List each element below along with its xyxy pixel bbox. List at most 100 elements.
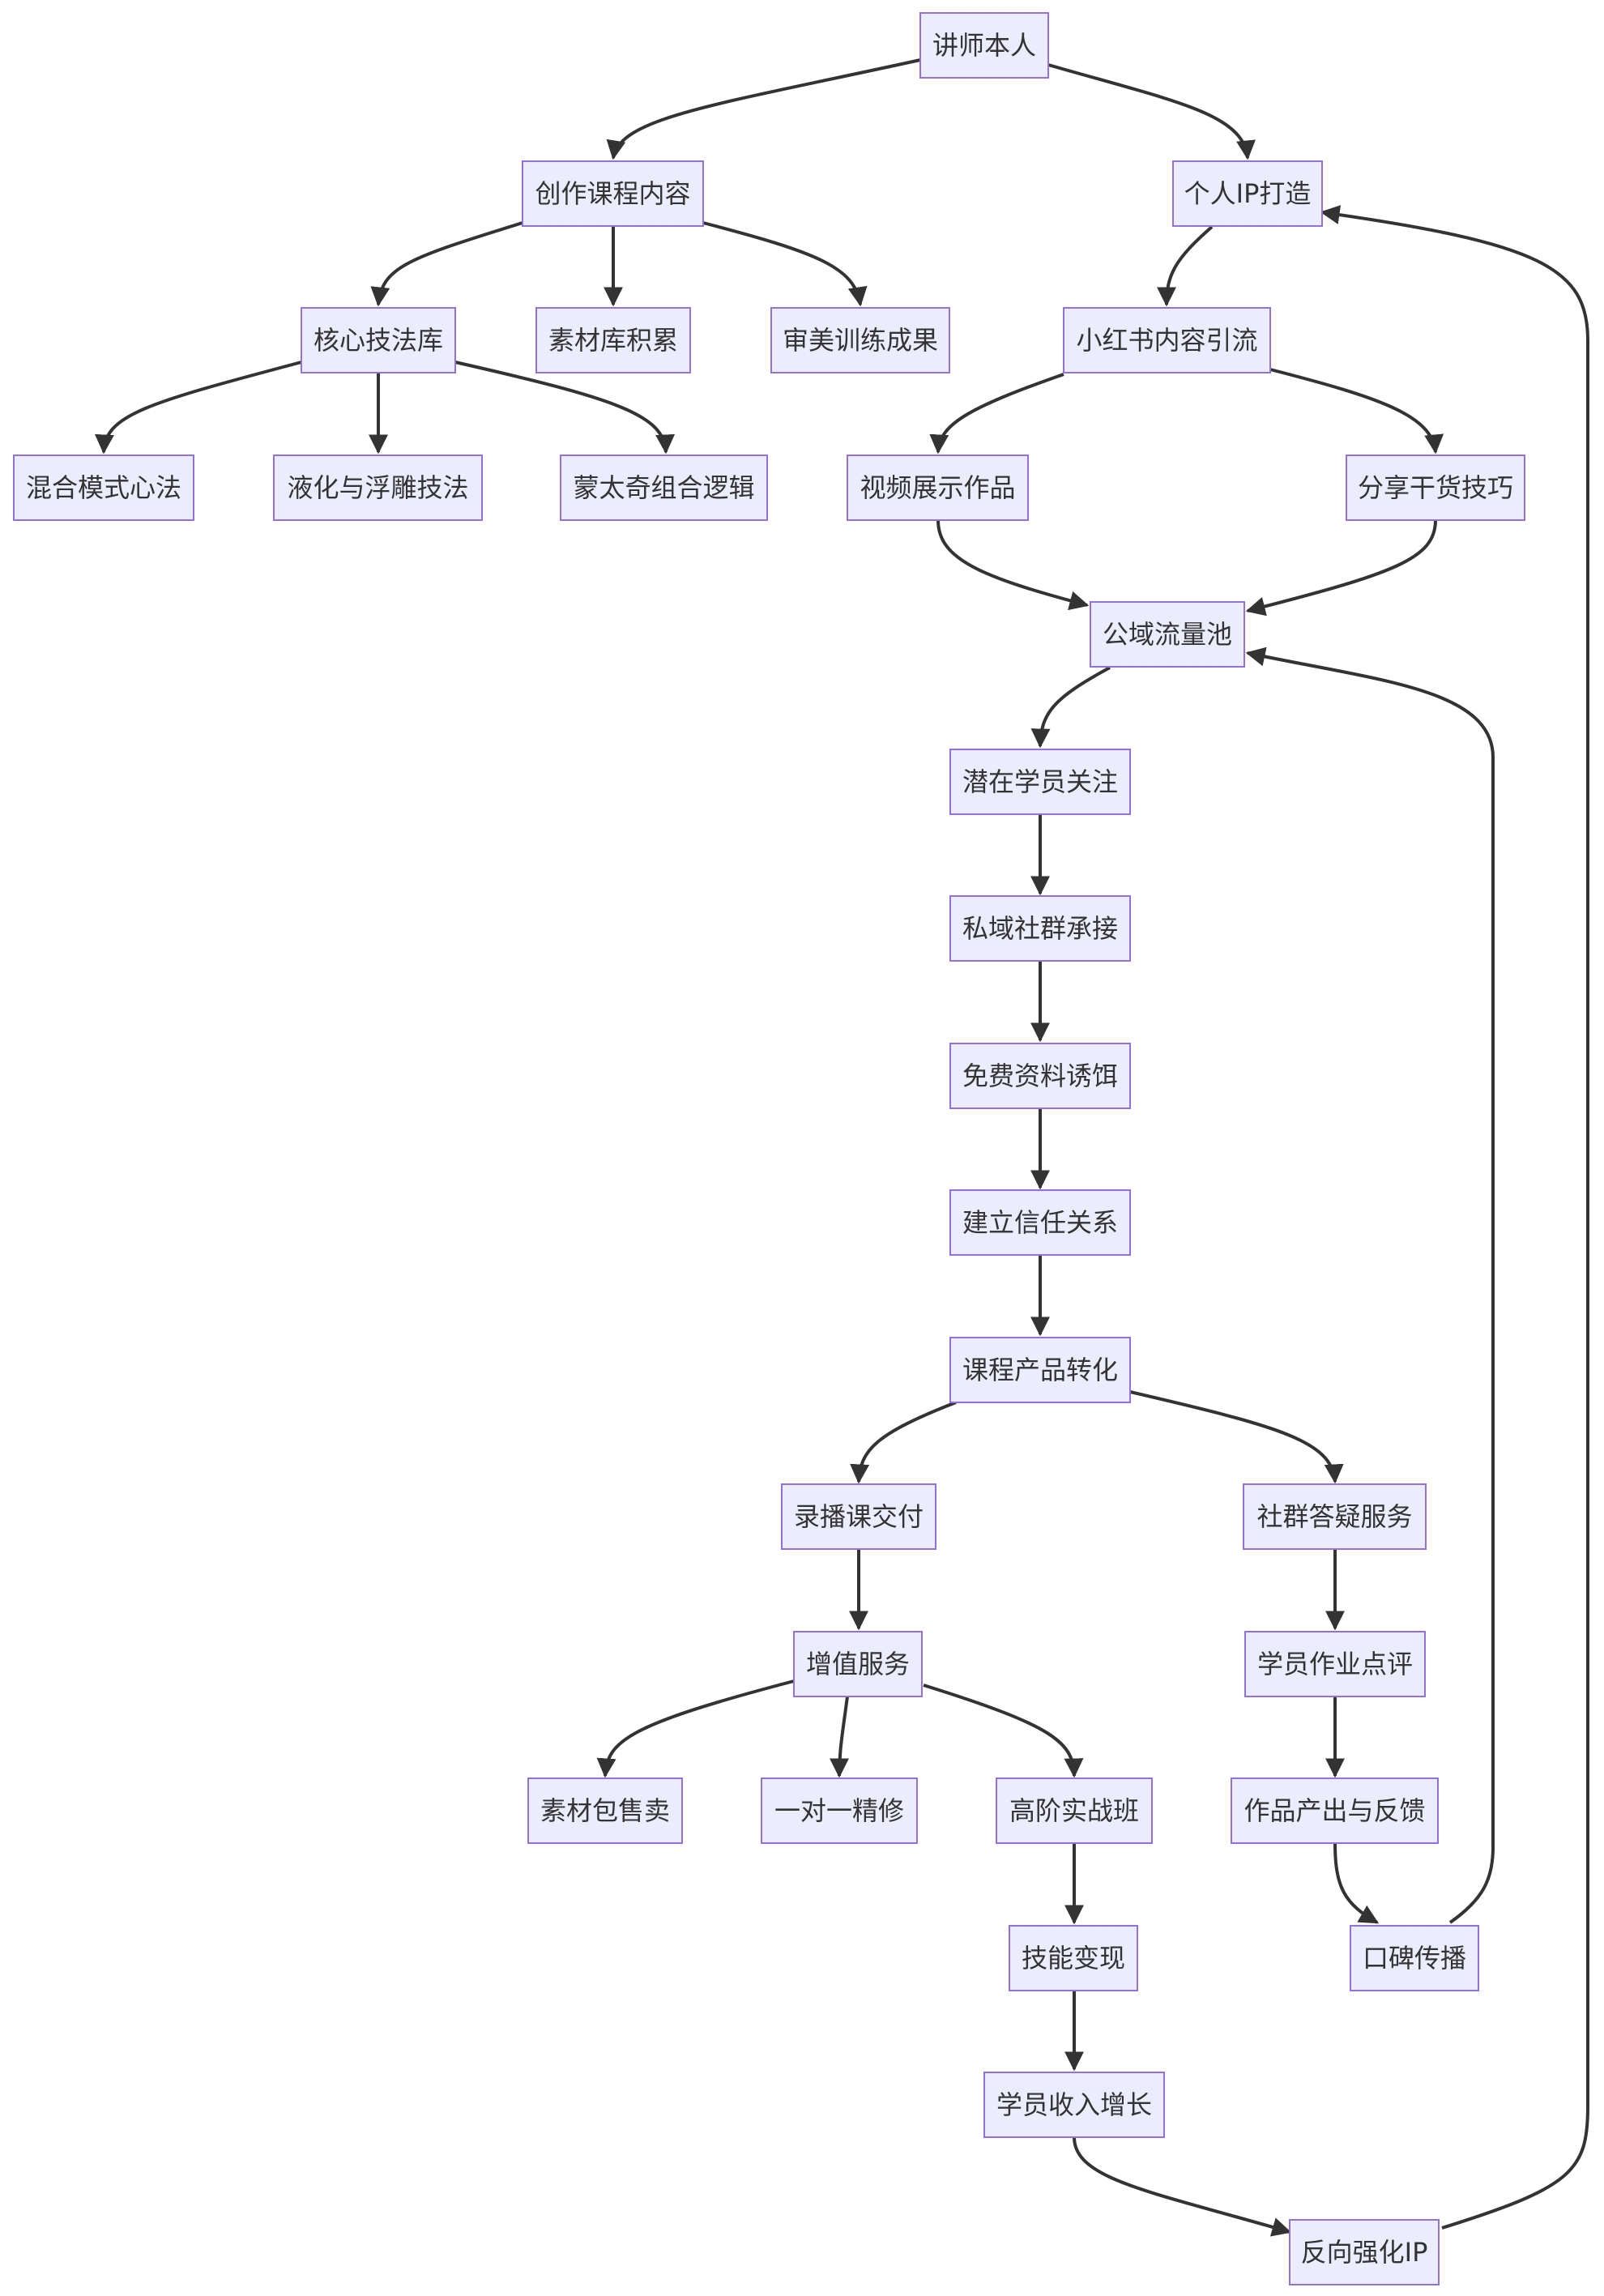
- node-n28: 口碑传播: [1350, 1925, 1479, 1991]
- node-label: 潜在学员关注: [962, 766, 1118, 797]
- node-n27: 技能变现: [1009, 1925, 1138, 1991]
- node-label: 素材包售卖: [540, 1795, 670, 1826]
- node-n11: 视频展示作品: [847, 455, 1029, 521]
- edge-n2-n6: [702, 221, 868, 307]
- node-label: 反向强化IP: [1301, 2237, 1428, 2268]
- node-label: 学员作业点评: [1257, 1649, 1413, 1679]
- node-n16: 免费资料诱饵: [949, 1043, 1131, 1109]
- node-label: 免费资料诱饵: [962, 1061, 1118, 1091]
- node-label: 创作课程内容: [535, 178, 690, 209]
- node-n6: 审美训练成果: [770, 307, 950, 373]
- edge-n11-n13: [936, 519, 1090, 611]
- edge-n18-n20: [1129, 1390, 1344, 1484]
- node-label: 社群答疑服务: [1256, 1501, 1412, 1532]
- node-n15: 私域社群承接: [949, 895, 1131, 962]
- node-box: [560, 455, 768, 521]
- node-box: [13, 455, 194, 521]
- node-n10: 蒙太奇组合逻辑: [560, 455, 768, 521]
- edge-n13-n14: [1030, 666, 1111, 749]
- node-n29: 学员收入增长: [983, 2072, 1165, 2138]
- node-box: [1243, 1483, 1427, 1550]
- node-n8: 混合模式心法: [13, 455, 194, 521]
- node-box: [1172, 160, 1323, 227]
- node-label: 口碑传播: [1363, 1943, 1466, 1974]
- node-label: 讲师本人: [932, 30, 1036, 61]
- edge-n3-n7: [1157, 225, 1214, 307]
- node-box: [1009, 1925, 1138, 1991]
- node-label: 高阶实战班: [1009, 1795, 1139, 1826]
- node-box: [522, 160, 704, 227]
- node-box: [949, 749, 1131, 815]
- node-box: [1346, 455, 1525, 521]
- node-n7: 小红书内容引流: [1063, 307, 1271, 373]
- node-label: 视频展示作品: [860, 472, 1015, 503]
- edge-n28-n13: [1245, 647, 1495, 1924]
- node-label: 一对一精修: [774, 1795, 904, 1826]
- node-box: [535, 307, 691, 373]
- node-label: 公域流量池: [1103, 619, 1232, 650]
- node-label: 学员收入增长: [996, 2089, 1152, 2120]
- node-n22: 学员作业点评: [1244, 1631, 1426, 1697]
- node-n5: 素材库积累: [535, 307, 691, 373]
- node-label: 分享干货技巧: [1358, 472, 1513, 503]
- node-label: 混合模式心法: [26, 472, 181, 503]
- node-n9: 液化与浮雕技法: [273, 455, 483, 521]
- node-box: [1289, 2219, 1440, 2285]
- node-box: [793, 1631, 923, 1697]
- edge-n4-n8: [94, 361, 302, 455]
- node-box: [273, 455, 483, 521]
- node-label: 小红书内容引流: [1076, 325, 1257, 356]
- node-box: [847, 455, 1029, 521]
- edge-n30-n3: [1320, 205, 1589, 2230]
- node-n24: 一对一精修: [761, 1777, 918, 1844]
- node-box: [1244, 1631, 1426, 1697]
- node-label: 录播课交付: [794, 1501, 924, 1532]
- node-box: [770, 307, 950, 373]
- node-box: [949, 1043, 1131, 1109]
- node-n25: 高阶实战班: [996, 1777, 1153, 1844]
- node-label: 蒙太奇组合逻辑: [573, 472, 754, 503]
- node-n12: 分享干货技巧: [1346, 455, 1525, 521]
- node-box: [1350, 1925, 1479, 1991]
- node-n30: 反向强化IP: [1289, 2219, 1440, 2285]
- node-box: [527, 1777, 683, 1844]
- node-n3: 个人IP打造: [1172, 160, 1323, 227]
- edge-n1-n2: [606, 58, 921, 160]
- node-box: [761, 1777, 918, 1844]
- node-box: [919, 12, 1049, 79]
- node-label: 私域社群承接: [962, 913, 1118, 944]
- node-n1: 讲师本人: [919, 12, 1049, 79]
- edge-n7-n11: [929, 373, 1064, 455]
- node-box: [1063, 307, 1271, 373]
- edges-layer: [94, 58, 1589, 2237]
- node-n13: 公域流量池: [1090, 601, 1245, 668]
- edge-n7-n12: [1269, 368, 1444, 455]
- node-box: [949, 1337, 1131, 1403]
- node-box: [301, 307, 456, 373]
- node-n19: 录播课交付: [781, 1483, 936, 1550]
- node-n18: 课程产品转化: [949, 1337, 1131, 1403]
- node-label: 增值服务: [806, 1649, 910, 1679]
- edge-n1-n3: [1047, 63, 1256, 160]
- node-label: 作品产出与反馈: [1244, 1795, 1425, 1826]
- edge-n21-n25: [923, 1684, 1084, 1778]
- edge-n26-n28: [1333, 1842, 1380, 1924]
- edge-n18-n19: [850, 1401, 957, 1484]
- edge-n29-n30: [1073, 2136, 1292, 2237]
- edge-n2-n4: [370, 221, 523, 307]
- node-n20: 社群答疑服务: [1243, 1483, 1427, 1550]
- node-label: 素材库积累: [548, 325, 678, 356]
- node-n4: 核心技法库: [301, 307, 456, 373]
- node-n26: 作品产出与反馈: [1231, 1777, 1439, 1844]
- node-n17: 建立信任关系: [949, 1189, 1131, 1256]
- node-n23: 素材包售卖: [527, 1777, 683, 1844]
- node-box: [949, 1189, 1131, 1256]
- node-box: [949, 895, 1131, 962]
- edge-n21-n23: [596, 1679, 795, 1778]
- node-label: 课程产品转化: [962, 1355, 1118, 1385]
- node-box: [1231, 1777, 1439, 1844]
- node-n21: 增值服务: [793, 1631, 923, 1697]
- node-box: [781, 1483, 936, 1550]
